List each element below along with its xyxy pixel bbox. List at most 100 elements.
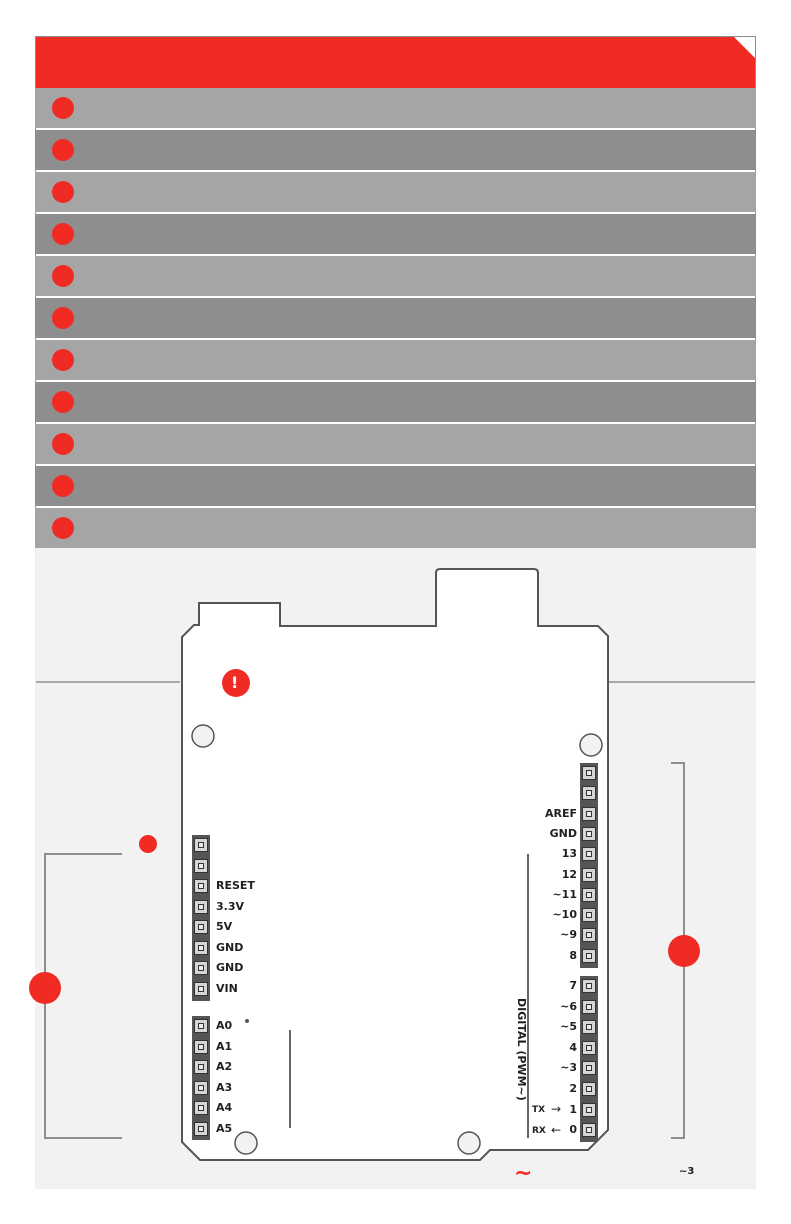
pin-label: 0 bbox=[569, 1123, 577, 1137]
right-bracket-marker bbox=[668, 935, 700, 967]
tiny-dot-icon bbox=[245, 1019, 249, 1023]
header-pin bbox=[582, 847, 596, 862]
red-dot-icon bbox=[52, 265, 74, 287]
mounting-hole-bottom-right bbox=[457, 1131, 481, 1155]
pin-label: A0 bbox=[216, 1019, 233, 1032]
pin-label: GND bbox=[549, 826, 577, 840]
header-pin bbox=[582, 979, 596, 993]
pin-label: 2 bbox=[569, 1082, 577, 1095]
footer-tilde: ~ bbox=[514, 1161, 533, 1186]
board-warning-glyph: ! bbox=[231, 673, 239, 692]
pin-label: A2 bbox=[216, 1060, 233, 1074]
header-pin bbox=[582, 908, 596, 923]
pin-label: 8 bbox=[569, 948, 577, 962]
pin-label: 13 bbox=[561, 847, 577, 861]
pin-label: A4 bbox=[216, 1101, 233, 1115]
exclamation-icon bbox=[222, 669, 250, 697]
red-dot-icon bbox=[52, 139, 74, 161]
header-pin bbox=[582, 1082, 596, 1096]
tx-label: TX bbox=[532, 1105, 546, 1115]
header-pin bbox=[194, 899, 208, 914]
list-row bbox=[35, 256, 756, 296]
header-pin bbox=[194, 940, 208, 955]
pin-label: ~9 bbox=[560, 928, 577, 942]
header-pin bbox=[582, 1123, 596, 1138]
red-dot-icon bbox=[52, 223, 74, 245]
header-pin bbox=[582, 867, 596, 882]
header-pin bbox=[194, 1080, 208, 1095]
red-dot-icon bbox=[52, 349, 74, 371]
pin-label: ~3 bbox=[560, 1061, 577, 1075]
pin-label: A1 bbox=[216, 1039, 233, 1053]
header-pin bbox=[582, 766, 596, 780]
footer-pwm-note: ~3 bbox=[679, 1166, 695, 1177]
pin-label: 5V bbox=[216, 920, 233, 933]
red-dot-icon bbox=[52, 475, 74, 497]
pin-label: A5 bbox=[216, 1122, 233, 1135]
pin-label: 12 bbox=[561, 867, 577, 881]
header-pin bbox=[582, 806, 596, 821]
list-row bbox=[35, 508, 756, 550]
pin-label: ~11 bbox=[552, 887, 577, 901]
rx-label: RX bbox=[532, 1126, 546, 1136]
pin-label: ~10 bbox=[552, 908, 577, 922]
header-pin bbox=[194, 981, 208, 996]
red-dot-icon bbox=[52, 307, 74, 329]
header-pin bbox=[582, 826, 596, 841]
list-row bbox=[35, 382, 756, 422]
header-pin bbox=[582, 928, 596, 943]
list-row bbox=[35, 298, 756, 338]
header-pin bbox=[194, 961, 208, 975]
digital-header-label: DIGITAL (PWM~) bbox=[515, 998, 528, 1101]
mounting-hole-top-left bbox=[191, 724, 215, 748]
pin-label: VIN bbox=[216, 981, 238, 995]
digital-header-lower bbox=[580, 976, 598, 1142]
mounting-hole-top-right bbox=[579, 733, 603, 757]
rx-arrow-icon: ← bbox=[551, 1123, 562, 1137]
header-pin bbox=[194, 1019, 208, 1033]
pin-label: ~5 bbox=[560, 1020, 577, 1034]
header-pin bbox=[582, 1102, 596, 1117]
pin-label: 3.3V bbox=[216, 899, 244, 913]
pin-label: AREF bbox=[544, 806, 577, 820]
pin-label: GND bbox=[216, 961, 244, 974]
header-pin bbox=[194, 858, 208, 873]
header-bar bbox=[35, 36, 756, 88]
mounting-hole-bottom-left bbox=[234, 1131, 258, 1155]
header-pin bbox=[194, 838, 208, 852]
header-pin bbox=[194, 1060, 208, 1075]
list-row bbox=[35, 172, 756, 212]
pin-label: ~6 bbox=[560, 999, 577, 1013]
header-pin bbox=[194, 1122, 208, 1136]
header-pin bbox=[582, 1061, 596, 1076]
pin-label: RESET bbox=[216, 879, 255, 892]
list-row bbox=[35, 88, 756, 128]
pin-label: 7 bbox=[569, 979, 577, 992]
header-pin bbox=[582, 887, 596, 902]
red-dot-icon bbox=[139, 835, 157, 853]
pin-label: 1 bbox=[569, 1102, 577, 1116]
header-pin bbox=[582, 1040, 596, 1055]
red-dot-icon bbox=[52, 391, 74, 413]
list-row bbox=[35, 214, 756, 254]
board-outline bbox=[181, 568, 609, 1161]
red-dot-icon bbox=[52, 517, 74, 539]
header-pin bbox=[582, 1020, 596, 1035]
list-row bbox=[35, 466, 756, 506]
pin-label: 4 bbox=[569, 1040, 577, 1054]
red-dot-icon bbox=[52, 97, 74, 119]
pin-label: A3 bbox=[216, 1080, 233, 1094]
list-row bbox=[35, 424, 756, 464]
list-row bbox=[35, 130, 756, 170]
pin-label: GND bbox=[216, 940, 244, 954]
header-pin bbox=[194, 920, 208, 934]
header-pin bbox=[582, 999, 596, 1014]
header-pin bbox=[582, 786, 596, 801]
header-pin bbox=[194, 1101, 208, 1116]
header-pin bbox=[582, 948, 596, 963]
left-bracket-marker bbox=[29, 972, 61, 1004]
red-dot-icon bbox=[52, 433, 74, 455]
list-row bbox=[35, 340, 756, 380]
header-pin bbox=[194, 879, 208, 893]
header-pin bbox=[194, 1039, 208, 1054]
